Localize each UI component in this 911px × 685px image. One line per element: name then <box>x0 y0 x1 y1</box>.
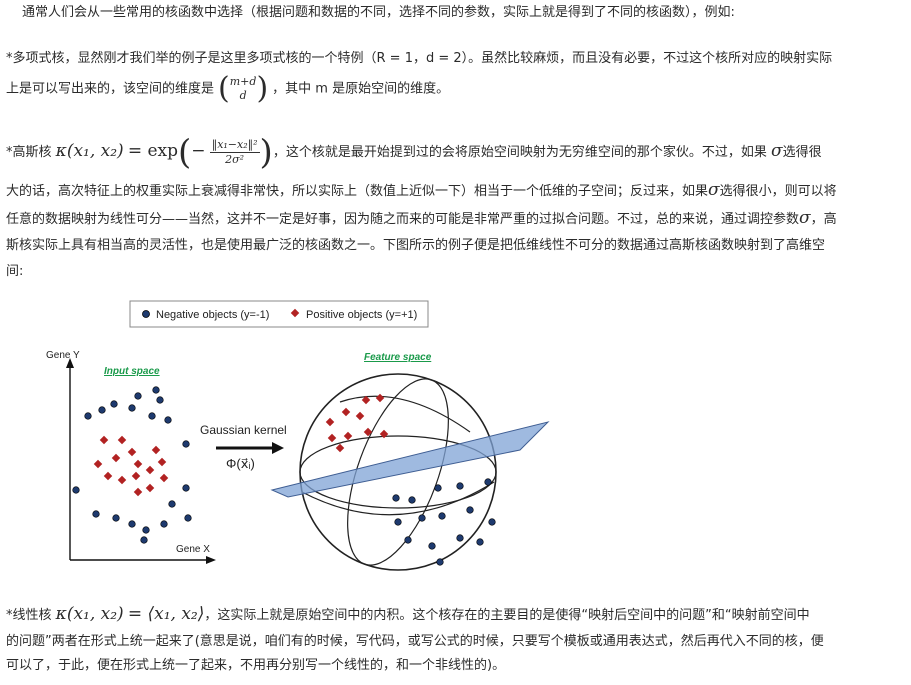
negative-point <box>72 486 80 494</box>
positive-point <box>99 435 109 445</box>
positive-point <box>379 429 389 439</box>
negative-point <box>98 406 106 414</box>
positive-point <box>325 417 335 427</box>
negative-point <box>128 404 136 412</box>
positive-point <box>327 433 337 443</box>
negative-point <box>182 484 190 492</box>
negative-point <box>110 400 118 408</box>
legend-box <box>129 300 429 328</box>
negative-point <box>134 392 142 400</box>
y-axis-arrow <box>66 358 74 368</box>
negative-point <box>112 514 120 522</box>
linear-line-1: *线性核 κ(x₁, x₂) = ⟨x₁, x₂⟩，这实际上就是原始空间中的内积… <box>6 604 810 624</box>
positive-point <box>335 443 345 453</box>
legend-positive-label: Positive objects (y=+1) <box>306 309 417 321</box>
positive-point <box>111 453 121 463</box>
legend-negative-label: Negative objects (y=-1) <box>156 309 269 321</box>
positive-point <box>93 459 103 469</box>
negative-point <box>160 520 168 528</box>
negative-point <box>394 518 402 526</box>
feature-space-title: Feature space <box>364 352 432 363</box>
negative-point <box>184 514 192 522</box>
intro-paragraph: 通常人们会从一些常用的核函数中选择（根据问题和数据的不同，选择不同的参数，实际上… <box>22 0 911 26</box>
negative-point <box>408 496 416 504</box>
input-positive-points <box>93 435 169 497</box>
positive-point <box>103 471 113 481</box>
positive-point <box>159 473 169 483</box>
negative-point <box>148 412 156 420</box>
negative-point <box>456 482 464 490</box>
negative-point <box>404 536 412 544</box>
negative-point <box>164 416 172 424</box>
positive-point <box>341 407 351 417</box>
negative-point <box>428 542 436 550</box>
legend-negative-marker <box>142 310 150 318</box>
phi-label: Φ(x⃗ᵢ) <box>226 456 255 471</box>
negative-point <box>488 518 496 526</box>
negative-point <box>466 506 474 514</box>
negative-point <box>84 412 92 420</box>
gaussian-kernel-figure: Negative objects (y=-1) Positive objects… <box>40 292 560 581</box>
positive-point <box>145 483 155 493</box>
positive-point <box>157 457 167 467</box>
positive-point <box>117 475 127 485</box>
gene-x-label: Gene X <box>176 544 210 555</box>
negative-point <box>436 558 444 566</box>
linear-kernel-paragraph: *线性核 κ(x₁, x₂) = ⟨x₁, x₂⟩，这实际上就是原始空间中的内积… <box>6 600 906 678</box>
positive-point <box>355 411 365 421</box>
mapping-arrowhead <box>272 442 284 454</box>
feature-negative-points <box>392 478 496 566</box>
positive-point <box>151 445 161 455</box>
negative-point <box>140 536 148 544</box>
positive-point <box>131 471 141 481</box>
intro-text: 通常人们会从一些常用的核函数中选择（根据问题和数据的不同，选择不同的参数，实际上… <box>22 5 735 20</box>
gaussian-kernel-label: Gaussian kernel <box>200 423 287 437</box>
feature-positive-points <box>325 393 389 453</box>
x-axis-arrow <box>206 556 216 564</box>
negative-point <box>438 512 446 520</box>
positive-point <box>133 487 143 497</box>
kappa-symbol-linear: κ <box>55 604 67 624</box>
positive-point <box>145 465 155 475</box>
positive-point <box>127 447 137 457</box>
negative-point <box>182 440 190 448</box>
positive-point <box>361 395 371 405</box>
separating-hyperplane <box>270 421 550 498</box>
input-negative-points <box>72 386 192 544</box>
positive-point <box>343 431 353 441</box>
gaussian-kernel-continuation: 大的话，高次特征上的权重实际上衰减得非常快，所以实际上（数值上近似一下）相当于一… <box>6 180 837 279</box>
negative-point <box>434 484 442 492</box>
gene-y-label: Gene Y <box>46 350 80 361</box>
negative-point <box>156 396 164 404</box>
negative-point <box>456 534 464 542</box>
positive-point <box>117 435 127 445</box>
positive-point <box>375 393 385 403</box>
poly-kernel-paragraph: *多项式核，显然刚才我们举的例子是这里多项式核的一个特例（R = 1，d = 2… <box>6 46 906 107</box>
negative-point <box>92 510 100 518</box>
negative-point <box>484 478 492 486</box>
sigma-symbol: σ <box>770 141 783 161</box>
negative-point <box>142 526 150 534</box>
negative-point <box>152 386 160 394</box>
kappa-symbol: κ <box>55 141 67 161</box>
input-space-title: Input space <box>104 366 160 377</box>
negative-point <box>418 514 426 522</box>
negative-point <box>128 520 136 528</box>
negative-point <box>168 500 176 508</box>
poly-line-1: *多项式核，显然刚才我们举的例子是这里多项式核的一个特例（R = 1，d = 2… <box>6 51 833 66</box>
negative-point <box>392 494 400 502</box>
positive-point <box>363 427 373 437</box>
legend-positive-marker <box>290 308 300 318</box>
negative-point <box>476 538 484 546</box>
figure-svg: Negative objects (y=-1) Positive objects… <box>46 300 550 571</box>
positive-point <box>133 459 143 469</box>
